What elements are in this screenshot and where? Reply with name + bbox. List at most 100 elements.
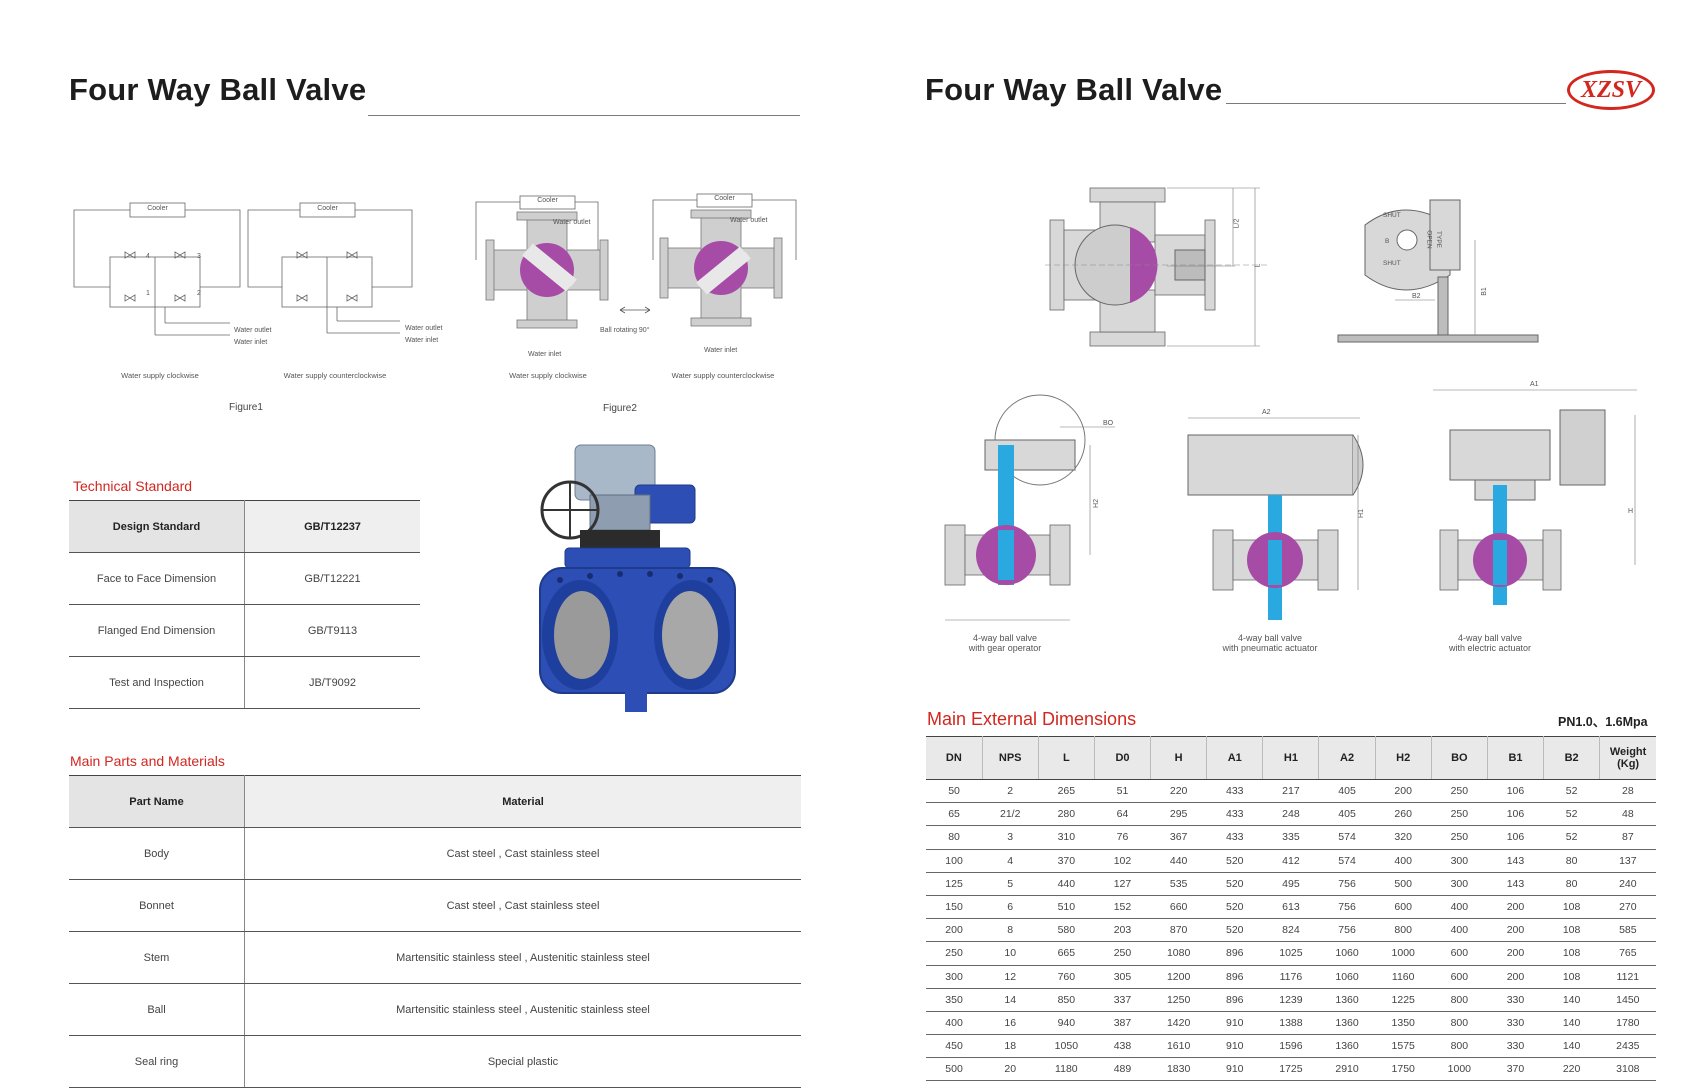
- dimension-cell: 1250: [1150, 988, 1207, 1012]
- dimension-cell: 585: [1599, 918, 1656, 943]
- standard-value: GB/T9113: [244, 604, 420, 657]
- dimension-cell: 310: [1038, 825, 1095, 850]
- dimension-cell: 2: [982, 779, 1039, 804]
- dimension-cell: 600: [1375, 895, 1432, 920]
- dimension-cell: 412: [1262, 849, 1319, 873]
- parts-header-name: Part Name: [69, 775, 245, 828]
- dimension-cell: 370: [1038, 849, 1095, 873]
- right-page-title: Four Way Ball Valve: [925, 72, 1223, 107]
- figure1-outlet-left: Water outlet: [234, 327, 272, 334]
- dimension-cell: 300: [1431, 872, 1488, 896]
- dimension-cell: 76: [1094, 825, 1151, 850]
- dimension-cell: 896: [1206, 965, 1263, 989]
- electric-valve-drawing: [1433, 389, 1637, 605]
- dimension-cell: 52: [1543, 779, 1600, 804]
- table-row: Test and Inspection JB/T9092: [69, 656, 420, 709]
- dimension-cell: 87: [1599, 825, 1656, 850]
- dimension-cell: 824: [1262, 918, 1319, 943]
- dimension-cell: 1750: [1375, 1057, 1432, 1082]
- technical-standard-header-row: Design Standard GB/T12237: [69, 500, 420, 553]
- dimension-cell: 140: [1543, 1011, 1600, 1036]
- dimension-cell: 305: [1094, 965, 1151, 989]
- dimension-cell: 1160: [1375, 965, 1432, 989]
- dimension-cell: 270: [1599, 895, 1656, 920]
- dimension-cell: 1121: [1599, 965, 1656, 989]
- dimension-cell: 910: [1206, 1034, 1263, 1059]
- dimension-cell: 1060: [1318, 965, 1376, 989]
- dimensions-column-header: Weight (Kg): [1599, 736, 1656, 780]
- dimension-cell: 489: [1094, 1057, 1151, 1082]
- technical-standard-table: Design Standard GB/T12237 Face to Face D…: [69, 500, 420, 709]
- figure2-caption-ccw: Water supply counterclockwise: [671, 371, 775, 380]
- figure1-cooler-right: Cooler: [317, 205, 338, 212]
- electric-caption-2: with electric actuator: [1448, 643, 1532, 653]
- dimension-cell: 1360: [1318, 988, 1376, 1012]
- dimension-cell: 1420: [1150, 1011, 1207, 1036]
- dimension-cell: 4: [982, 849, 1039, 873]
- dimension-cell: 200: [926, 918, 983, 943]
- dimension-cell: 330: [1487, 988, 1544, 1012]
- dimension-cell: 200: [1375, 779, 1432, 804]
- dimension-cell: 127: [1094, 872, 1151, 896]
- dimension-cell: 106: [1487, 802, 1544, 827]
- figure1-outlet-right: Water outlet: [405, 325, 443, 332]
- dimension-cell: 143: [1487, 849, 1544, 873]
- technical-standard-header-label: Design Standard: [69, 500, 245, 553]
- section-drawing: [1045, 187, 1270, 347]
- dimension-cell: 337: [1094, 988, 1151, 1012]
- dimensions-column-header: B1: [1487, 736, 1545, 780]
- label-shut-bottom: SHUT: [1383, 260, 1401, 267]
- dimensions-column-header: D0: [1094, 736, 1152, 780]
- dimension-cell: 1239: [1262, 988, 1319, 1012]
- gear-caption-1: 4-way ball valve: [972, 633, 1038, 643]
- dimension-cell: 1830: [1150, 1057, 1207, 1082]
- figure2-diagram: [475, 193, 797, 329]
- parts-heading: Main Parts and Materials: [70, 753, 225, 769]
- label-shut-top: SHUT: [1383, 212, 1401, 219]
- dimension-cell: 1610: [1150, 1034, 1207, 1059]
- dimension-cell: 320: [1375, 825, 1432, 850]
- figure2-inlet-right: Water inlet: [704, 347, 738, 354]
- dimension-cell: 280: [1038, 802, 1095, 827]
- label-open: OPEN: [1425, 230, 1433, 249]
- part-material: Martensitic stainless steel , Austenitic…: [244, 983, 801, 1036]
- dimension-cell: 520: [1206, 872, 1263, 896]
- pneumatic-caption-2: with pneumatic actuator: [1222, 643, 1318, 653]
- dimension-cell: 65: [926, 802, 983, 827]
- dimension-cell: 1180: [1038, 1057, 1095, 1082]
- dimensions-column-header: A2: [1318, 736, 1376, 780]
- dimensions-column-header: H2: [1375, 736, 1432, 780]
- dimension-cell: 438: [1094, 1034, 1151, 1059]
- dimension-cell: 500: [926, 1057, 983, 1082]
- dimension-cell: 200: [1487, 941, 1544, 966]
- label-a2: A2: [1262, 409, 1271, 416]
- dimension-cell: 450: [926, 1034, 983, 1059]
- figure1-diagram: [73, 202, 413, 336]
- dimension-cell: 613: [1262, 895, 1319, 920]
- dimension-cell: 1360: [1318, 1034, 1376, 1059]
- dimension-cell: 220: [1150, 779, 1207, 804]
- dimension-cell: 125: [926, 872, 983, 896]
- label-h: H: [1628, 508, 1634, 515]
- technical-standard-heading: Technical Standard: [73, 478, 193, 494]
- dimension-cell: 52: [1543, 825, 1600, 850]
- dimension-cell: 21/2: [982, 802, 1039, 827]
- dimension-cell: 580: [1038, 918, 1095, 943]
- technical-standard-header-value: GB/T12237: [244, 500, 420, 553]
- standard-label: Test and Inspection: [69, 656, 245, 709]
- dimension-cell: 52: [1543, 802, 1600, 827]
- dimension-cell: 387: [1094, 1011, 1151, 1036]
- figure2-outlet-left: Water outlet: [553, 219, 591, 226]
- dimension-cell: 250: [1431, 825, 1488, 850]
- dimension-cell: 765: [1599, 941, 1656, 966]
- figure1-inlet-left: Water inlet: [234, 339, 268, 346]
- valve-product-image: [539, 444, 736, 712]
- right-title-rule: [1226, 103, 1566, 104]
- dimension-cell: 108: [1543, 965, 1600, 989]
- dimension-cell: 896: [1206, 988, 1263, 1012]
